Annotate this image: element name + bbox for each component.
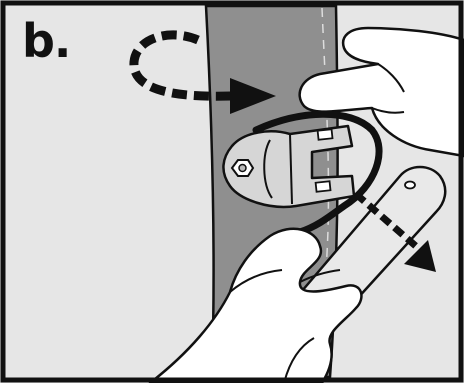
bracket-slot-top <box>318 129 333 139</box>
tube-end-hole <box>405 182 415 189</box>
bolt-icon <box>232 160 253 176</box>
step-label: b. <box>22 18 70 64</box>
bracket-slot-bottom <box>316 181 331 191</box>
